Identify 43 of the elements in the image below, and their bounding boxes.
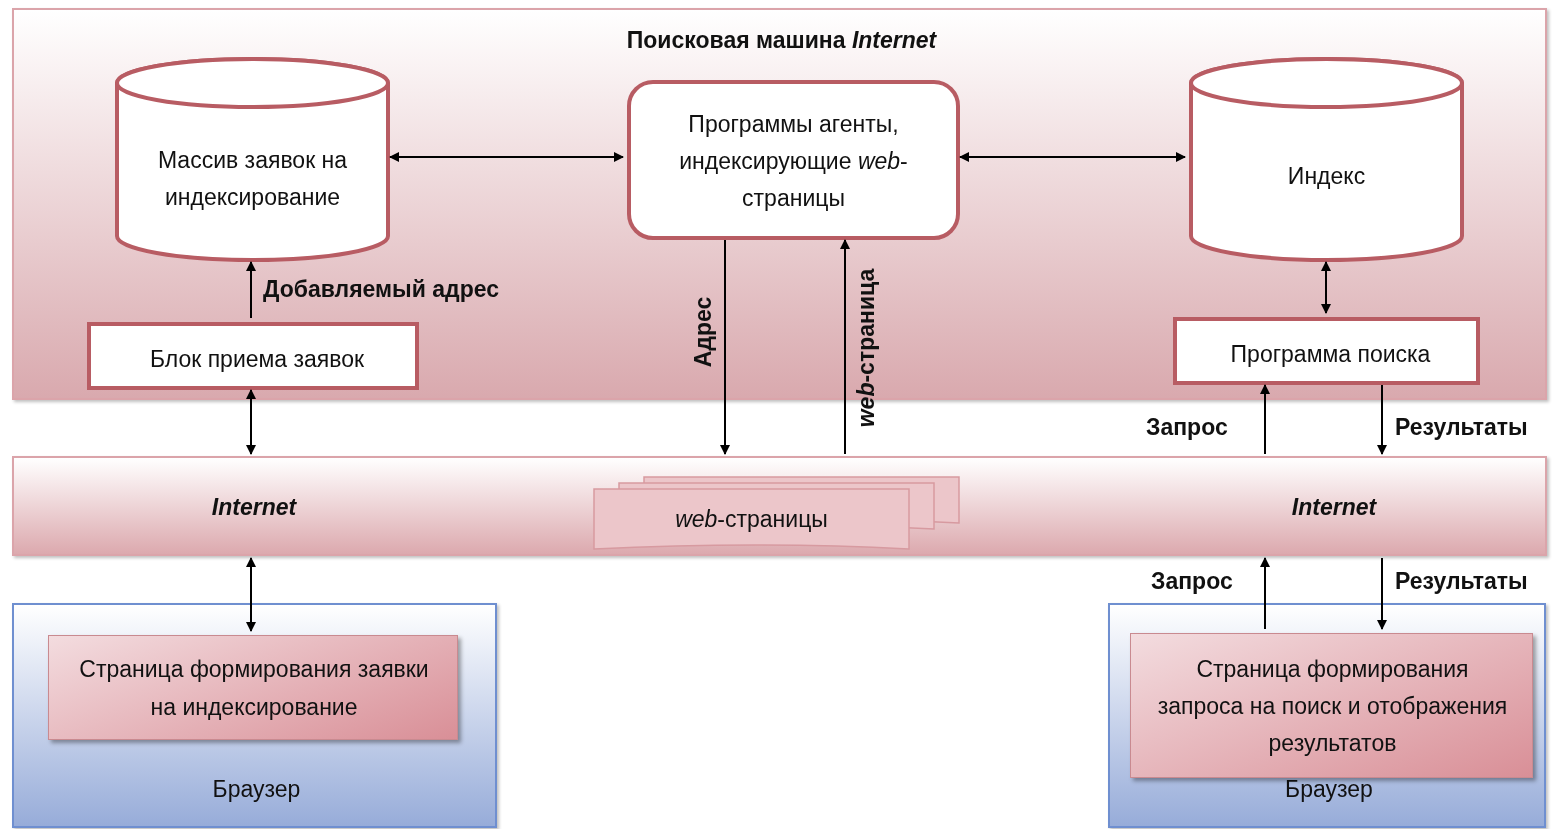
page-card bbox=[48, 635, 458, 740]
node-label: Программа поиска bbox=[1229, 340, 1432, 370]
node-label: Страница формирования заявки на индексирование bbox=[78, 655, 430, 722]
node-label: Программы агенты, индексирующие web-страницы bbox=[678, 109, 909, 214]
node-label: Индекс bbox=[1286, 162, 1367, 192]
node-label: Блок приема заявок bbox=[148, 345, 366, 375]
arrow bbox=[1260, 557, 1270, 630]
page-card bbox=[1130, 633, 1533, 778]
arrow bbox=[840, 239, 850, 455]
edge-label: Добавляемый адрес bbox=[263, 276, 499, 303]
arrow bbox=[1377, 384, 1387, 455]
band-label: Internet bbox=[1290, 493, 1378, 523]
node-label: Массив заявок на индексирование bbox=[156, 145, 349, 212]
arrow bbox=[389, 152, 624, 162]
arrow bbox=[1260, 384, 1270, 455]
process-box bbox=[1173, 317, 1480, 385]
panel-title: Поисковая машина Internet bbox=[625, 26, 938, 56]
arrow bbox=[959, 152, 1186, 162]
browser-window bbox=[1108, 603, 1546, 828]
process-box bbox=[627, 80, 960, 240]
edge-label: Адрес bbox=[689, 296, 717, 368]
arrow bbox=[246, 389, 256, 455]
arrow bbox=[246, 557, 256, 632]
edge-label: Результаты bbox=[1395, 568, 1528, 595]
database-cylinder bbox=[115, 57, 390, 262]
arrow bbox=[246, 261, 256, 319]
document-stack bbox=[594, 477, 960, 549]
browser-window bbox=[12, 603, 497, 828]
edge-label: web-страница bbox=[852, 268, 880, 428]
edge-label: Запрос bbox=[1146, 414, 1228, 441]
database-cylinder bbox=[1189, 57, 1464, 262]
edge-label: Запрос bbox=[1151, 568, 1233, 595]
node-label: Страница формирования запроса на поиск и отображения результатов bbox=[1156, 654, 1509, 759]
band-label: Internet bbox=[210, 493, 298, 523]
node-label: web-страницы bbox=[674, 505, 829, 535]
process-box bbox=[87, 322, 419, 390]
band-label: Браузер bbox=[211, 775, 302, 805]
arrow bbox=[1321, 261, 1331, 314]
arrow bbox=[1377, 557, 1387, 630]
network-band bbox=[12, 456, 1547, 556]
arrow bbox=[720, 239, 730, 455]
band-label: Браузер bbox=[1284, 775, 1374, 805]
edge-label: Результаты bbox=[1395, 414, 1528, 441]
